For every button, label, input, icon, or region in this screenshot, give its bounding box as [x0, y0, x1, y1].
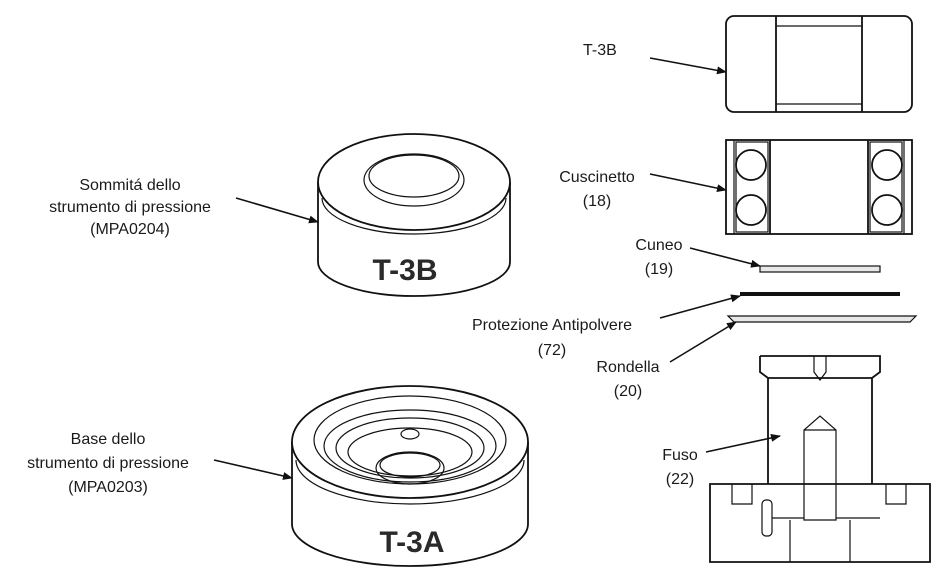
spindle-drawing [709, 355, 931, 563]
arrow-t3b [649, 57, 727, 75]
svg-text:strumento di pressione: strumento di pressione [27, 455, 189, 472]
svg-text:(MPA0204): (MPA0204) [90, 221, 170, 238]
svg-text:Cuneo: Cuneo [635, 237, 682, 254]
t3b-block-drawing [725, 15, 913, 113]
svg-text:Protezione Antipolvere: Protezione Antipolvere [472, 317, 632, 334]
svg-text:(22): (22) [666, 471, 694, 488]
svg-text:(18): (18) [583, 193, 611, 210]
svg-text:Fuso: Fuso [662, 447, 698, 464]
arrow-base-tool [213, 459, 293, 480]
dust-shield-drawing [740, 292, 900, 296]
press-tool-top-drawing: T-3B [317, 133, 511, 297]
leader-arrows [213, 57, 781, 480]
stamp-base-tool: T-3A [379, 526, 444, 559]
svg-text:(19): (19) [645, 261, 673, 278]
washer-drawing [726, 315, 918, 323]
press-tool-base-drawing: T-3A [291, 385, 529, 567]
label-top-tool: Sommitá dello strumento di pressione (MP… [49, 177, 211, 238]
svg-text:strumento di pressione: strumento di pressione [49, 199, 211, 216]
arrow-bearing [649, 173, 727, 193]
svg-text:Base dello: Base dello [71, 431, 146, 448]
svg-text:(MPA0203): (MPA0203) [68, 479, 148, 496]
stamp-top-tool: T-3B [372, 254, 437, 287]
label-washer: Rondella (20) [596, 359, 659, 400]
label-base-tool: Base dello strumento di pressione (MPA02… [27, 431, 189, 496]
svg-text:Sommitá dello: Sommitá dello [79, 177, 180, 194]
label-dust-shield: Protezione Antipolvere (72) [472, 317, 632, 359]
arrow-spindle [705, 433, 781, 453]
arrow-dust-shield [659, 294, 741, 319]
svg-text:(20): (20) [614, 383, 642, 400]
svg-text:(72): (72) [538, 342, 566, 359]
wedge-drawing [759, 265, 881, 273]
arrow-wedge [689, 247, 761, 268]
label-bearing: Cuscinetto (18) [559, 169, 635, 210]
label-wedge: Cuneo (19) [635, 237, 682, 278]
svg-text:Cuscinetto: Cuscinetto [559, 169, 635, 186]
label-t3b: T-3B [583, 42, 617, 59]
svg-text:Rondella: Rondella [596, 359, 659, 376]
label-spindle: Fuso (22) [662, 447, 698, 488]
arrow-top-tool [235, 197, 319, 224]
bearing-drawing [725, 139, 913, 235]
arrow-washer [669, 321, 737, 363]
